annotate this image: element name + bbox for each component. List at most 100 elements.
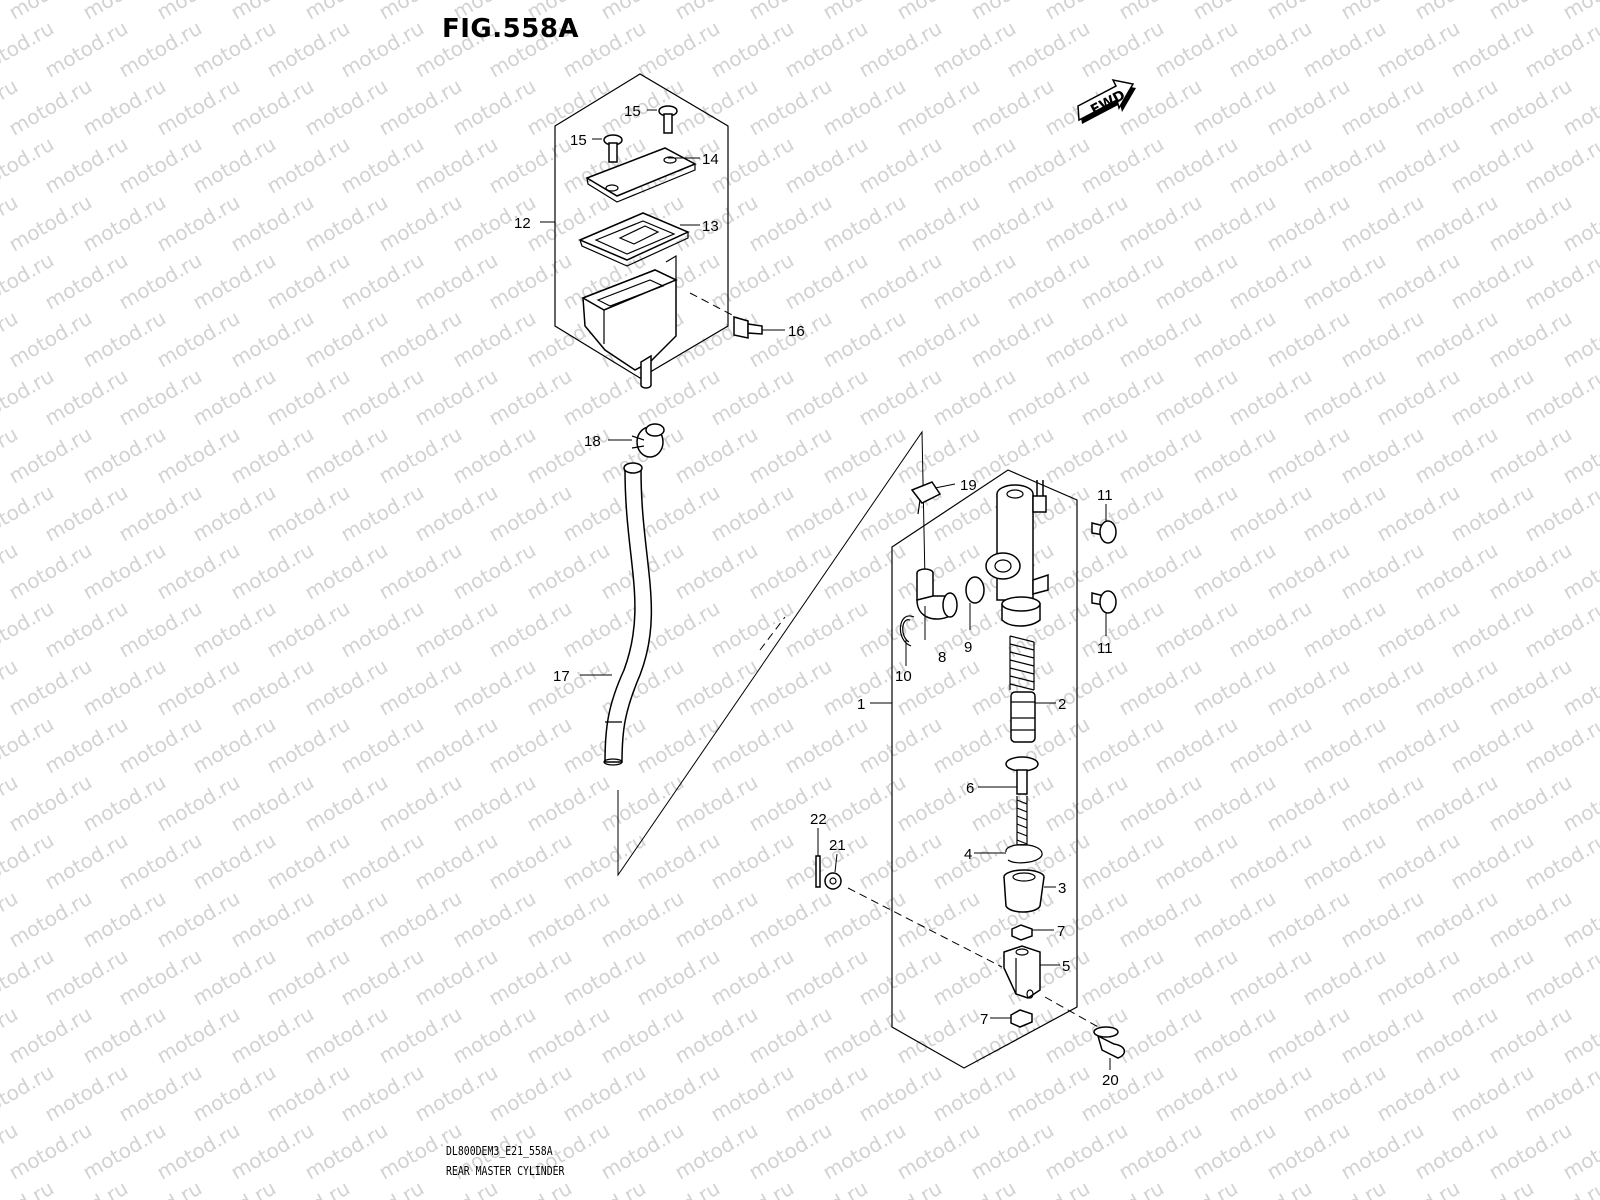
- callout-7-lower: 7: [980, 1011, 988, 1028]
- figure-code: DL800DEM3_E21_558A: [446, 1144, 553, 1158]
- watermark-text: motod.ru: [1115, 538, 1206, 605]
- watermark-text: motod.ru: [301, 1118, 392, 1185]
- watermark-text: motod.ru: [41, 712, 132, 779]
- watermark-text: motod.ru: [153, 422, 244, 489]
- watermark-text: motod.ru: [263, 132, 354, 199]
- hose-fitting: [916, 568, 958, 620]
- watermark-text: motod.ru: [337, 944, 428, 1011]
- watermark-text: motod.ru: [929, 712, 1020, 779]
- watermark-text: motod.ru: [671, 886, 762, 953]
- watermark-text: motod.ru: [227, 770, 318, 837]
- plain-washer: [824, 872, 842, 890]
- watermark-text: motod.ru: [855, 132, 946, 199]
- watermark-text: motod.ru: [79, 1118, 170, 1185]
- watermark-text: motod.ru: [41, 364, 132, 431]
- watermark-text: motod.ru: [375, 654, 466, 721]
- watermark-text: motod.ru: [819, 190, 910, 257]
- watermark-text: motod.ru: [1373, 1060, 1464, 1127]
- watermark-text: motod.ru: [449, 886, 540, 953]
- lock-nut-upper: [1011, 924, 1033, 941]
- watermark-text: motod.ru: [1263, 654, 1354, 721]
- watermark-text: motod.ru: [449, 770, 540, 837]
- piston-set: [1010, 691, 1036, 743]
- watermark-text: motod.ru: [1189, 422, 1280, 489]
- watermark-text: motod.ru: [227, 306, 318, 373]
- watermark-text: motod.ru: [1003, 1060, 1094, 1127]
- watermark-text: motod.ru: [1115, 306, 1206, 373]
- watermark-text: motod.ru: [1337, 306, 1428, 373]
- watermark-text: motod.ru: [41, 248, 132, 315]
- watermark-text: motod.ru: [263, 596, 354, 663]
- watermark-text: motod.ru: [449, 306, 540, 373]
- watermark-text: motod.ru: [41, 480, 132, 547]
- watermark-text: motod.ru: [411, 480, 502, 547]
- figure-title: FIG.558A: [442, 14, 580, 44]
- watermark-text: motod.ru: [1077, 248, 1168, 315]
- watermark-text: motod.ru: [671, 1002, 762, 1069]
- watermark-text: motod.ru: [781, 596, 872, 663]
- watermark-text: motod.ru: [1151, 16, 1242, 83]
- watermark-text: motod.ru: [115, 16, 206, 83]
- watermark-text: motod.ru: [559, 712, 650, 779]
- watermark-text: motod.ru: [411, 248, 502, 315]
- watermark-text: motod.ru: [337, 364, 428, 431]
- callout-labels: 1 2 3 4 5 6 7 7 8 9 10 11 11 12 13 14 15…: [514, 103, 1119, 1089]
- watermark-text: motod.ru: [1225, 712, 1316, 779]
- watermark-text: motod.ru: [375, 190, 466, 257]
- watermark-text: motod.ru: [1151, 480, 1242, 547]
- watermark-text: motod.ru: [79, 886, 170, 953]
- watermark-text: motod.ru: [633, 712, 724, 779]
- watermark-text: motod.ru: [1077, 364, 1168, 431]
- watermark-text: motod.ru: [1337, 886, 1428, 953]
- watermark-text: motod.ru: [301, 886, 392, 953]
- watermark-text: motod.ru: [855, 828, 946, 895]
- callout-22: 22: [810, 811, 827, 828]
- watermark-text: motod.ru: [1225, 248, 1316, 315]
- watermark-text: motod.ru: [115, 480, 206, 547]
- watermark-text: motod.ru: [301, 654, 392, 721]
- watermark-text: motod.ru: [263, 828, 354, 895]
- watermark-text: motod.ru: [1189, 1002, 1280, 1069]
- watermark-text: motod.ru: [189, 16, 280, 83]
- watermark-text: motod.ru: [227, 538, 318, 605]
- watermark-text: motod.ru: [337, 480, 428, 547]
- watermark-text: motod.ru: [929, 16, 1020, 83]
- watermark-text: motod.ru: [227, 1118, 318, 1185]
- watermark-text: motod.ru: [671, 538, 762, 605]
- watermark-text: motod.ru: [5, 74, 96, 141]
- lock-nut-lower: [1010, 1009, 1033, 1028]
- watermark-text: motod.ru: [375, 306, 466, 373]
- watermark-text: motod.ru: [1373, 828, 1464, 895]
- watermark-text: motod.ru: [597, 1118, 688, 1185]
- cylinder-mount-bolt-2: [1091, 590, 1117, 614]
- watermark-text: motod.ru: [1003, 132, 1094, 199]
- watermark-text: motod.ru: [707, 828, 798, 895]
- leader-lines: [540, 109, 1111, 1070]
- callout-15-lower: 15: [570, 132, 587, 149]
- watermark-text: motod.ru: [893, 190, 984, 257]
- watermark-text: motod.ru: [337, 132, 428, 199]
- watermark-text: motod.ru: [5, 1002, 96, 1069]
- watermark-text: motod.ru: [1189, 538, 1280, 605]
- reservoir-cap-screw: [658, 105, 678, 134]
- watermark-text: motod.ru: [1115, 1118, 1206, 1185]
- watermark-text: motod.ru: [1299, 1060, 1390, 1127]
- watermark-text: motod.ru: [485, 828, 576, 895]
- watermark-text: motod.ru: [781, 712, 872, 779]
- watermark-text: motod.ru: [485, 944, 576, 1011]
- watermark-text: motod.ru: [485, 480, 576, 547]
- watermark-text: motod.ru: [523, 654, 614, 721]
- watermark-text: motod.ru: [411, 828, 502, 895]
- watermark-text: motod.ru: [41, 1060, 132, 1127]
- watermark-text: motod.ru: [1447, 828, 1538, 895]
- watermark-text: motod.ru: [855, 944, 946, 1011]
- watermark-text: motod.ru: [1373, 480, 1464, 547]
- watermark-text: motod.ru: [263, 480, 354, 547]
- watermark-text: motod.ru: [1077, 712, 1168, 779]
- watermark-text: motod.ru: [967, 190, 1058, 257]
- watermark-text: motod.ru: [1447, 364, 1538, 431]
- watermark-text: motod.ru: [671, 74, 762, 141]
- watermark-text: motod.ru: [375, 538, 466, 605]
- watermark-text: motod.ru: [1299, 364, 1390, 431]
- reservoir-tank: [581, 254, 678, 389]
